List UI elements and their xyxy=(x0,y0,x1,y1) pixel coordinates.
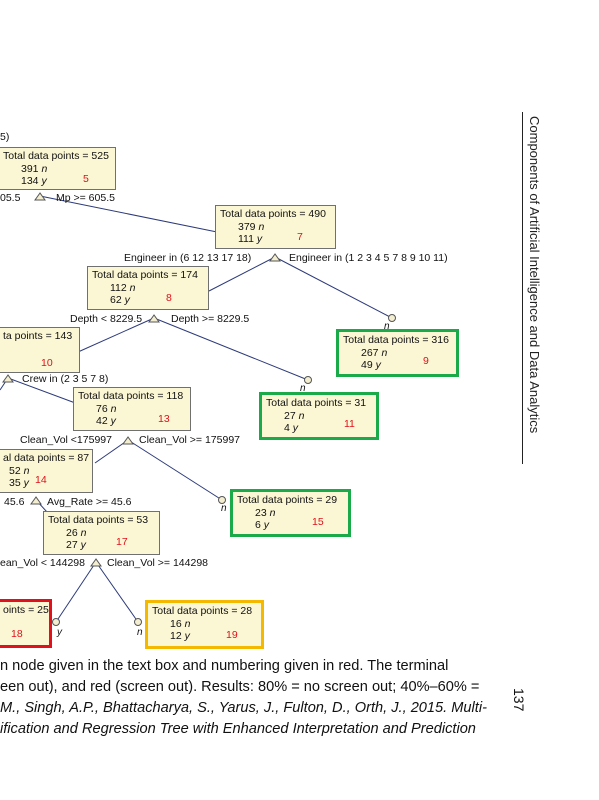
tree-node-11: Total data points = 31 27 n 4 y 11 xyxy=(259,392,379,440)
caption-line-3: M., Singh, A.P., Bhattacharya, S., Yarus… xyxy=(0,700,487,716)
node-total: Total data points = 118 xyxy=(78,390,184,402)
leaf-y-mark: y xyxy=(57,627,62,638)
leaf-n-mark: n xyxy=(137,627,143,638)
node-number: 8 xyxy=(166,292,172,304)
caption-line-1: n node given in the text box and numberi… xyxy=(0,658,449,674)
node-total: Total data points = 29 xyxy=(237,494,338,506)
node-total: ta points = 143 xyxy=(3,330,73,342)
node-y-count: 35 y xyxy=(9,477,29,489)
node-number: 13 xyxy=(158,413,170,425)
split-17-left: ean_Vol < 144298 xyxy=(0,557,85,569)
node-y-count: 4 y xyxy=(284,422,299,434)
split-13-left: Clean_Vol <175997 xyxy=(20,434,112,446)
tree-node-9: Total data points = 316 267 n 49 y 9 xyxy=(336,329,459,377)
tree-node-10: ta points = 143 10 xyxy=(0,327,80,373)
split-14-left: 45.6 xyxy=(4,496,25,508)
node-total: Total data points = 490 xyxy=(220,208,326,220)
node-total: Total data points = 31 xyxy=(266,397,367,409)
node-n-count: 16 n xyxy=(170,617,191,630)
node-n-count: 23 n xyxy=(255,506,276,519)
node-number: 10 xyxy=(41,357,53,369)
node-total: Total data points = 316 xyxy=(343,334,449,346)
node-y-count: 111 y xyxy=(238,233,263,245)
node-n-count: 267 n xyxy=(361,346,388,359)
node-number: 17 xyxy=(116,536,128,548)
node-total: Total data points = 28 xyxy=(152,605,253,617)
split-7-right: Engineer in (1 2 3 4 5 7 8 9 10 11) xyxy=(289,252,448,264)
split-14-right: Avg_Rate >= 45.6 xyxy=(47,496,132,508)
node-number: 14 xyxy=(35,474,47,486)
node-y-count: 134 y xyxy=(21,175,47,187)
running-head: Components of Artificial Intelligence an… xyxy=(527,116,542,434)
tree-node-19: Total data points = 28 16 n 12 y 19 xyxy=(145,600,264,649)
tree-node-7: Total data points = 490 379 n 111 y 7 xyxy=(215,205,336,249)
node-number: 18 xyxy=(11,628,23,640)
node-number: 5 xyxy=(83,173,89,185)
caption-line-2: een out), and red (screen out). Results:… xyxy=(0,679,480,695)
leaf-n-mark: n xyxy=(300,383,306,394)
split-17-right: Clean_Vol >= 144298 xyxy=(107,557,209,569)
node-n-count: 391 n xyxy=(21,162,48,175)
node-number: 9 xyxy=(423,355,429,367)
node-total: Total data points = 53 xyxy=(48,514,149,526)
node-y-count: 49 y xyxy=(361,359,381,371)
tree-node-14: al data points = 87 52 n 35 y 14 xyxy=(0,449,93,493)
node-n-count: 112 n xyxy=(110,281,136,294)
tree-node-8: Total data points = 174 112 n 62 y 8 xyxy=(87,266,209,310)
tree-node-5: Total data points = 525 391 n 134 y 5 xyxy=(0,147,116,190)
node-n-count: 52 n xyxy=(9,464,30,477)
node-number: 7 xyxy=(297,231,303,243)
node-number: 11 xyxy=(344,418,355,430)
leaf-n-mark: n xyxy=(384,321,390,332)
top-fragment-label: 5) xyxy=(0,131,10,143)
tree-node-18: oints = 25 18 xyxy=(0,599,52,648)
split-5-right: Mp >= 605.5 xyxy=(56,192,115,204)
node-n-count: 76 n xyxy=(96,402,117,415)
tree-node-13: Total data points = 118 76 n 42 y 13 xyxy=(73,387,191,431)
node-total: oints = 25 xyxy=(3,604,49,616)
page-number: 137 xyxy=(511,688,527,712)
tree-node-17: Total data points = 53 26 n 27 y 17 xyxy=(43,511,160,555)
node-total: Total data points = 174 xyxy=(92,269,198,281)
node-n-count: 26 n xyxy=(66,526,87,539)
node-total: al data points = 87 xyxy=(3,452,90,464)
split-8-left: Depth < 8229.5 xyxy=(70,313,143,325)
node-y-count: 42 y xyxy=(96,415,116,427)
split-7-left: Engineer in (6 12 13 17 18) xyxy=(124,252,252,264)
sidebar-rule xyxy=(522,112,523,464)
node-number: 15 xyxy=(312,516,324,528)
node-y-count: 62 y xyxy=(110,294,130,306)
split-10-right: Crew in (2 3 5 7 8) xyxy=(22,373,109,385)
node-y-count: 6 y xyxy=(255,519,270,531)
node-y-count: 27 y xyxy=(66,539,86,551)
node-n-count: 27 n xyxy=(284,409,305,422)
tree-node-15: Total data points = 29 23 n 6 y 15 xyxy=(230,489,351,537)
node-y-count: 12 y xyxy=(170,630,190,642)
node-total: Total data points = 525 xyxy=(3,150,109,162)
split-5-left: 05.5 xyxy=(0,192,21,204)
caption-line-4: ification and Regression Tree with Enhan… xyxy=(0,721,476,737)
node-n-count: 379 n xyxy=(238,220,265,233)
leaf-n-mark: n xyxy=(221,503,227,514)
split-13-right: Clean_Vol >= 175997 xyxy=(139,434,241,446)
split-8-right: Depth >= 8229.5 xyxy=(171,313,250,325)
node-number: 19 xyxy=(226,629,238,641)
